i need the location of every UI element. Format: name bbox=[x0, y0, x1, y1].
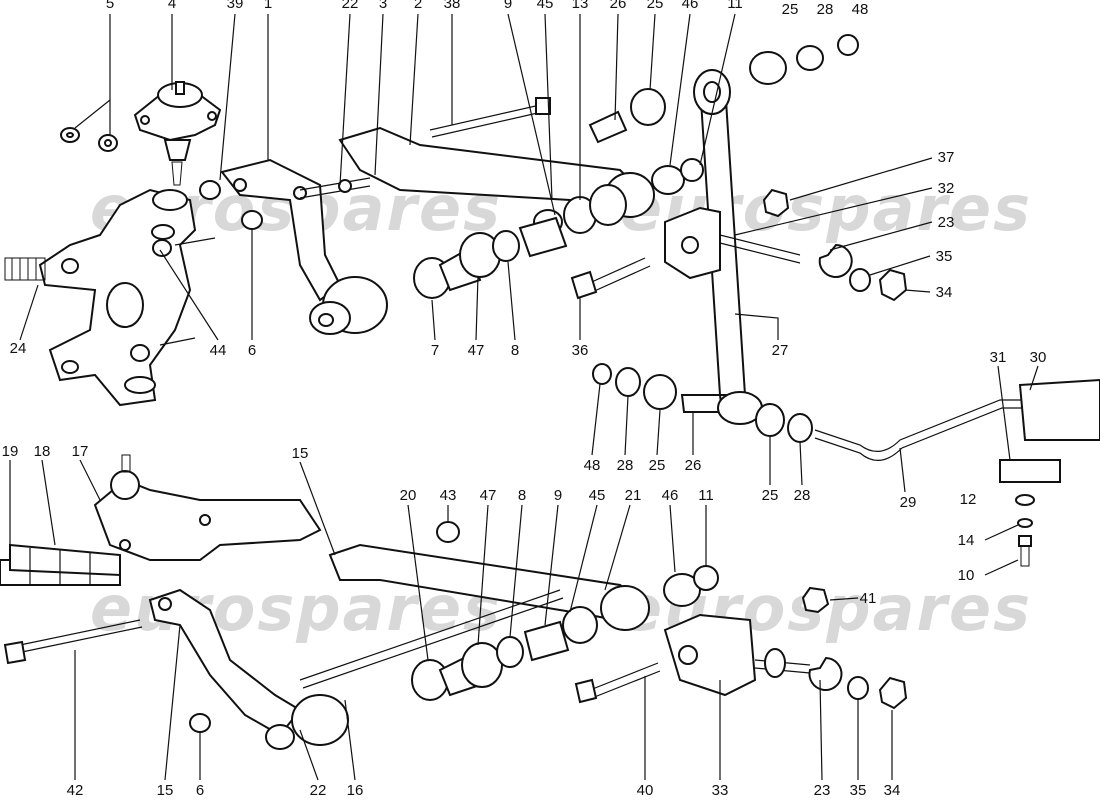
callout-label: 7 bbox=[431, 342, 439, 359]
callout-label: 27 bbox=[772, 342, 789, 359]
callout-label: 22 bbox=[342, 0, 359, 12]
callout-label: 6 bbox=[248, 342, 256, 359]
callout-label: 20 bbox=[400, 487, 417, 504]
callout-label: 33 bbox=[712, 782, 729, 799]
callout-label: 17 bbox=[72, 443, 89, 460]
leader-lines-lower bbox=[9, 459, 893, 781]
callout-label: 12 bbox=[960, 491, 977, 508]
callout-label: 35 bbox=[850, 782, 867, 799]
callout-label: 11 bbox=[698, 487, 714, 504]
callout-label: 13 bbox=[572, 0, 589, 12]
callout-label: 31 bbox=[990, 349, 1007, 366]
callout-label: 40 bbox=[637, 782, 654, 799]
upper-assembly bbox=[4, 34, 1100, 567]
callout-label: 11 bbox=[727, 0, 743, 12]
callout-label: 26 bbox=[685, 457, 702, 474]
callout-label: 10 bbox=[958, 567, 975, 584]
callout-label: 45 bbox=[537, 0, 554, 12]
callout-label: 9 bbox=[554, 487, 562, 504]
callout-label: 45 bbox=[589, 487, 606, 504]
callout-label: 23 bbox=[938, 214, 955, 231]
callout-label: 46 bbox=[662, 487, 679, 504]
callout-label: 42 bbox=[67, 782, 84, 799]
upper-callouts: 5 4 39 1 22 3 2 38 9 45 13 26 25 46 11 2… bbox=[10, 0, 1047, 584]
callout-label: 47 bbox=[480, 487, 497, 504]
callout-label: 32 bbox=[938, 180, 955, 197]
lower-callouts: 19 18 17 15 20 43 47 8 9 45 21 46 11 41 … bbox=[2, 443, 901, 799]
callout-label: 43 bbox=[440, 487, 457, 504]
callout-label: 6 bbox=[196, 782, 204, 799]
callout-label: 36 bbox=[572, 342, 589, 359]
callout-label: 4 bbox=[168, 0, 176, 12]
callout-label: 19 bbox=[2, 443, 19, 460]
callout-label: 1 bbox=[264, 0, 272, 12]
callout-label: 2 bbox=[414, 0, 422, 12]
callout-label: 48 bbox=[584, 457, 601, 474]
callout-label: 28 bbox=[817, 1, 834, 18]
callout-label: 39 bbox=[227, 0, 244, 12]
callout-label: 21 bbox=[625, 487, 642, 504]
leader-lines bbox=[19, 13, 1039, 576]
callout-label: 9 bbox=[504, 0, 512, 12]
callout-label: 37 bbox=[938, 149, 955, 166]
callout-label: 34 bbox=[884, 782, 901, 799]
callout-label: 18 bbox=[34, 443, 51, 460]
callout-label: 14 bbox=[958, 532, 975, 549]
callout-label: 22 bbox=[310, 782, 327, 799]
callout-label: 47 bbox=[468, 342, 485, 359]
callout-label: 29 bbox=[900, 494, 917, 511]
callout-label: 8 bbox=[518, 487, 526, 504]
callout-label: 25 bbox=[762, 487, 779, 504]
callout-label: 23 bbox=[814, 782, 831, 799]
callout-label: 38 bbox=[444, 0, 461, 12]
callout-label: 26 bbox=[610, 0, 627, 12]
callout-label: 25 bbox=[782, 1, 799, 18]
callout-label: 25 bbox=[649, 457, 666, 474]
callout-label: 16 bbox=[347, 782, 364, 799]
callout-label: 3 bbox=[379, 0, 387, 12]
callout-label: 25 bbox=[647, 0, 664, 12]
callout-label: 5 bbox=[106, 0, 114, 12]
callout-label: 28 bbox=[617, 457, 634, 474]
callout-label: 15 bbox=[157, 782, 174, 799]
callout-label: 34 bbox=[936, 284, 953, 301]
callout-label: 35 bbox=[936, 248, 953, 265]
callout-label: 30 bbox=[1030, 349, 1047, 366]
callout-label: 8 bbox=[511, 342, 519, 359]
callout-label: 28 bbox=[794, 487, 811, 504]
callout-label: 41 bbox=[860, 590, 877, 607]
callout-label: 44 bbox=[210, 342, 227, 359]
callout-label: 48 bbox=[852, 1, 869, 18]
callout-label: 24 bbox=[10, 340, 27, 357]
callout-label: 46 bbox=[682, 0, 699, 12]
callout-label: 15 bbox=[292, 445, 309, 462]
